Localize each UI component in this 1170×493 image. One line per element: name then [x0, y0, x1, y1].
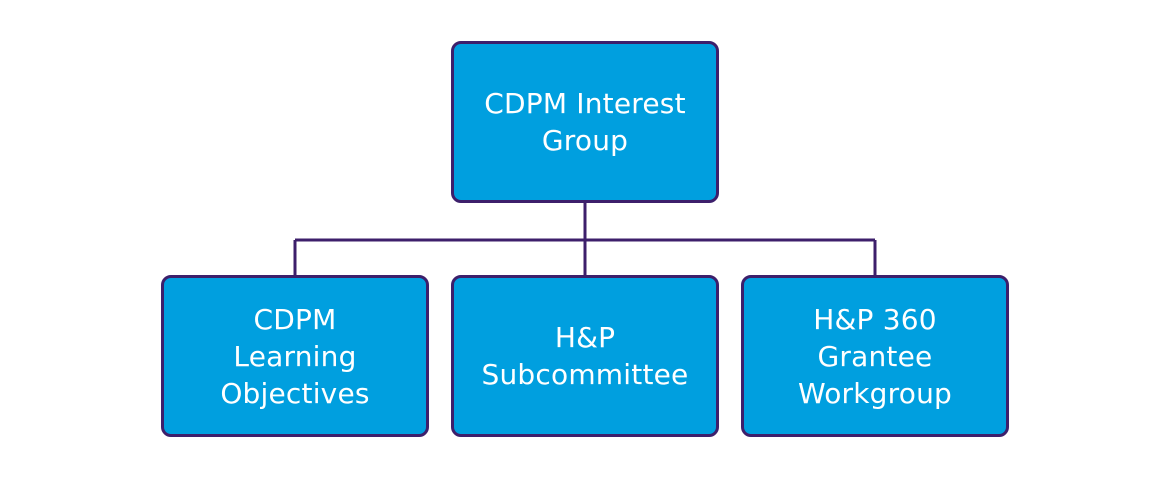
node-child: H&P Subcommittee — [451, 275, 719, 437]
node-root: CDPM Interest Group — [451, 41, 719, 203]
node-child-label: H&P 360 Grantee Workgroup — [797, 302, 953, 410]
node-child: CDPM Learning Objectives — [161, 275, 429, 437]
node-child-label: H&P Subcommittee — [481, 321, 689, 391]
node-child-label: CDPM Learning Objectives — [220, 302, 370, 410]
node-child: H&P 360 Grantee Workgroup — [741, 275, 1009, 437]
node-root-label: CDPM Interest Group — [484, 87, 686, 157]
